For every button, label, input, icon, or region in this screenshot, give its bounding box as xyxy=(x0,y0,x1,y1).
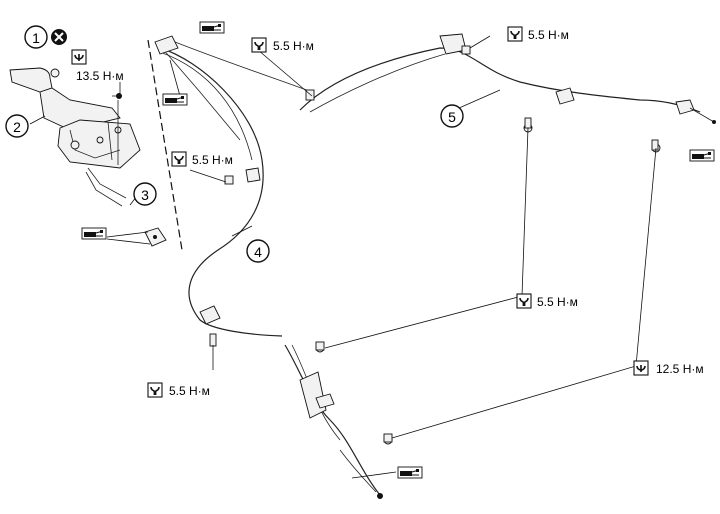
cable-bracket xyxy=(144,227,167,247)
callout-5: 5 xyxy=(440,104,464,128)
torque-label-bottom-left: 5.5 Н·м xyxy=(169,384,210,398)
callout-3: 3 xyxy=(133,182,157,206)
torque-label-bottom-right: 12.5 Н·м xyxy=(656,362,704,376)
front-cable xyxy=(154,35,313,337)
torque-spec-icon xyxy=(71,49,87,65)
callout-1: 1 xyxy=(24,25,48,49)
svg-text:4: 4 xyxy=(254,244,262,260)
torque-wrench-icon xyxy=(171,151,187,167)
torque-wrench-icon xyxy=(507,26,523,42)
torque-label-top-right: 5.5 Н·м xyxy=(528,28,569,42)
torque-label-top-center: 5.5 Н·м xyxy=(273,39,314,53)
leader-lines xyxy=(29,35,657,479)
svg-text:5: 5 xyxy=(448,109,456,125)
torque-label-mid-right: 5.5 Н·м xyxy=(537,295,578,309)
rear-right-cable xyxy=(299,33,716,153)
grease-application-icon xyxy=(689,149,715,162)
svg-text:1: 1 xyxy=(32,30,40,46)
torque-label-lever: 13.5 Н·м xyxy=(76,69,124,83)
do-not-reuse-icon xyxy=(51,29,67,45)
torque-label-mid-left: 5.5 Н·м xyxy=(192,153,233,167)
callout-2: 2 xyxy=(5,114,29,138)
grease-application-icon xyxy=(81,227,107,240)
svg-text:3: 3 xyxy=(141,187,149,203)
grease-application-icon xyxy=(199,21,225,34)
torque-wrench-icon xyxy=(147,382,163,398)
torque-wrench-icon xyxy=(516,293,532,309)
grease-application-icon xyxy=(397,466,423,479)
svg-text:2: 2 xyxy=(13,119,21,135)
torque-spec-icon xyxy=(633,360,649,376)
parking-brake-lever xyxy=(9,67,141,207)
separator-line xyxy=(147,39,183,251)
rear-left-cable xyxy=(284,343,393,499)
grease-application-icon xyxy=(162,93,188,106)
bolts xyxy=(209,45,659,443)
torque-wrench-icon xyxy=(251,37,267,53)
callout-4: 4 xyxy=(246,239,270,263)
